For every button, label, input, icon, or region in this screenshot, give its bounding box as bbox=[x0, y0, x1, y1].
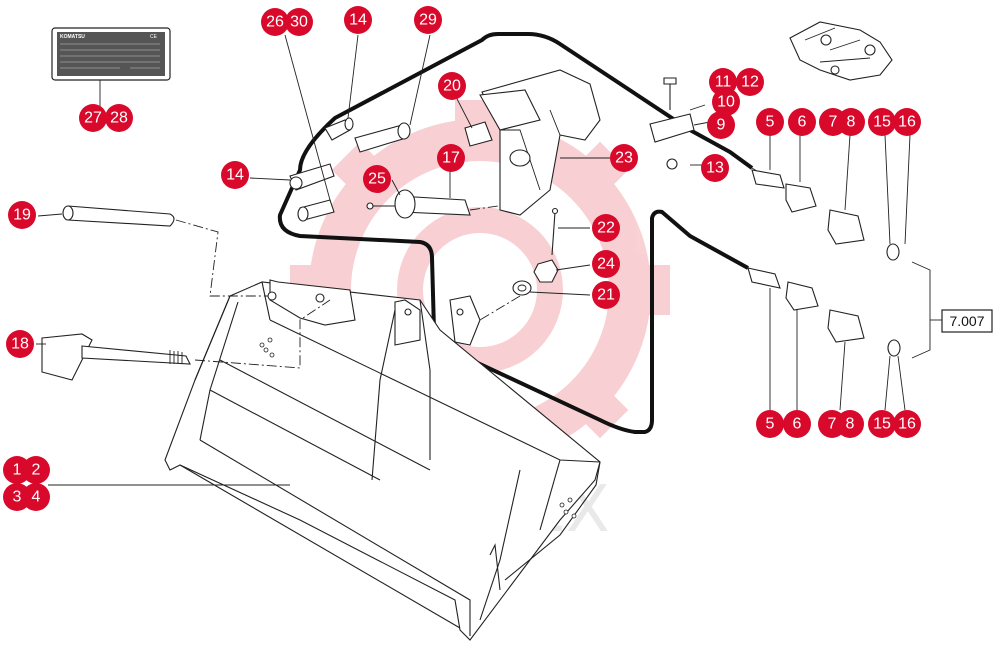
pins-bushings bbox=[249, 34, 431, 222]
svg-text:18: 18 bbox=[11, 336, 29, 353]
svg-text:9: 9 bbox=[717, 117, 726, 134]
svg-text:5: 5 bbox=[766, 416, 775, 433]
svg-text:26: 26 bbox=[266, 14, 284, 31]
callout-28[interactable]: 28 bbox=[105, 104, 133, 132]
callout-17[interactable]: 17 bbox=[437, 144, 465, 172]
callout-23[interactable]: 23 bbox=[610, 144, 638, 172]
callout-19[interactable]: 19 bbox=[8, 201, 36, 229]
callout-25[interactable]: 25 bbox=[363, 165, 391, 193]
callout-20[interactable]: 20 bbox=[438, 72, 466, 100]
callout-9[interactable]: 9 bbox=[707, 111, 735, 139]
svg-text:20: 20 bbox=[443, 78, 461, 95]
callout-16-lower[interactable]: 16 bbox=[893, 410, 921, 438]
svg-text:15: 15 bbox=[873, 114, 891, 131]
callout-1[interactable]: 1 bbox=[3, 456, 31, 484]
svg-text:25: 25 bbox=[368, 171, 386, 188]
callout-18[interactable]: 18 bbox=[6, 330, 34, 358]
svg-text:23: 23 bbox=[615, 150, 633, 167]
callout-7-lower[interactable]: 7 bbox=[818, 410, 846, 438]
callout-16-upper[interactable]: 16 bbox=[893, 108, 921, 136]
callout-5-lower[interactable]: 5 bbox=[756, 410, 784, 438]
svg-text:8: 8 bbox=[847, 114, 856, 131]
svg-text:21: 21 bbox=[597, 287, 615, 304]
svg-text:28: 28 bbox=[110, 110, 128, 127]
callout-8-upper[interactable]: 8 bbox=[837, 108, 865, 136]
plate-brand: KOMATSU bbox=[60, 34, 85, 40]
callouts: 26 30 14 29 27 28 20 12 11 9 10 5 6 7 8 … bbox=[3, 6, 921, 511]
svg-text:7: 7 bbox=[829, 114, 838, 131]
reference-box[interactable]: 7.007 bbox=[941, 309, 993, 333]
svg-text:4: 4 bbox=[32, 489, 41, 506]
svg-text:16: 16 bbox=[898, 114, 916, 131]
svg-text:14: 14 bbox=[349, 12, 367, 29]
callout-15-lower[interactable]: 15 bbox=[868, 410, 896, 438]
svg-text:17: 17 bbox=[442, 150, 460, 167]
svg-text:24: 24 bbox=[597, 256, 615, 273]
pin-17 bbox=[366, 170, 499, 219]
reference-label: 7.007 bbox=[949, 313, 984, 329]
callout-26[interactable]: 26 bbox=[261, 8, 289, 36]
hardware-22-24-21 bbox=[479, 207, 591, 321]
svg-text:27: 27 bbox=[84, 110, 102, 127]
callout-12[interactable]: 12 bbox=[736, 68, 764, 96]
svg-text:29: 29 bbox=[419, 12, 437, 29]
svg-text:2: 2 bbox=[32, 462, 41, 479]
svg-text:5: 5 bbox=[766, 114, 775, 131]
callout-24[interactable]: 24 bbox=[592, 250, 620, 278]
svg-text:12: 12 bbox=[741, 74, 759, 91]
callout-5-upper[interactable]: 5 bbox=[756, 108, 784, 136]
leader-lines bbox=[36, 179, 401, 486]
svg-text:3: 3 bbox=[13, 489, 22, 506]
callout-22[interactable]: 22 bbox=[592, 214, 620, 242]
svg-text:14: 14 bbox=[226, 167, 244, 184]
plate-ce-mark: CE bbox=[150, 34, 158, 40]
svg-text:19: 19 bbox=[13, 207, 31, 224]
hose-upper bbox=[277, 32, 754, 434]
pin-19 bbox=[62, 205, 268, 297]
linkage-bracket bbox=[454, 69, 610, 216]
quick-coupler bbox=[789, 21, 893, 81]
callout-27[interactable]: 27 bbox=[79, 104, 107, 132]
callout-30[interactable]: 30 bbox=[285, 8, 313, 36]
callout-6-upper[interactable]: 6 bbox=[788, 108, 816, 136]
svg-text:6: 6 bbox=[798, 114, 807, 131]
svg-text:10: 10 bbox=[717, 94, 735, 111]
svg-text:16: 16 bbox=[898, 416, 916, 433]
bucket bbox=[164, 279, 601, 641]
callout-14-left[interactable]: 14 bbox=[221, 161, 249, 189]
svg-text:1: 1 bbox=[13, 462, 22, 479]
fittings-lower bbox=[747, 261, 942, 411]
callout-6-lower[interactable]: 6 bbox=[783, 410, 811, 438]
svg-text:6: 6 bbox=[793, 416, 802, 433]
callout-3[interactable]: 3 bbox=[3, 483, 31, 511]
svg-text:11: 11 bbox=[715, 74, 732, 91]
svg-text:7: 7 bbox=[828, 416, 837, 433]
fittings-upper bbox=[751, 134, 911, 261]
svg-text:30: 30 bbox=[290, 14, 308, 31]
svg-text:8: 8 bbox=[846, 416, 855, 433]
callout-10[interactable]: 10 bbox=[712, 88, 740, 116]
identification-plate: KOMATSU CE bbox=[51, 27, 171, 108]
callout-15-upper[interactable]: 15 bbox=[868, 108, 896, 136]
callout-13[interactable]: 13 bbox=[701, 154, 729, 182]
svg-text:15: 15 bbox=[873, 416, 891, 433]
callout-14-top[interactable]: 14 bbox=[344, 6, 372, 34]
callout-21[interactable]: 21 bbox=[592, 281, 620, 309]
svg-text:13: 13 bbox=[706, 160, 724, 177]
svg-text:22: 22 bbox=[597, 220, 615, 237]
callout-29[interactable]: 29 bbox=[414, 6, 442, 34]
hose-clamp bbox=[649, 77, 711, 170]
pin-18 bbox=[41, 299, 331, 381]
